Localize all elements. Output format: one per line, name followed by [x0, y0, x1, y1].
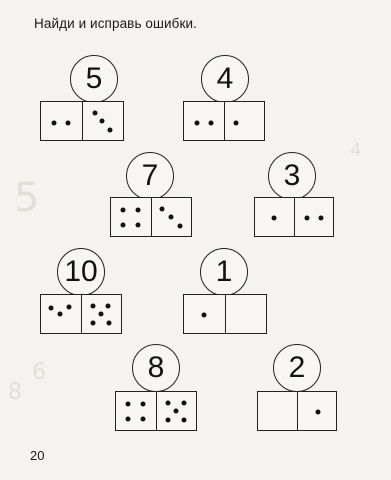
dot	[141, 417, 146, 422]
number-circle: 3	[268, 152, 316, 200]
page-number: 20	[30, 448, 44, 463]
dot	[195, 121, 200, 126]
domino-card	[40, 294, 122, 334]
domino-right-half	[224, 102, 265, 140]
dot	[165, 401, 170, 406]
instruction-text: Найди и исправь ошибки.	[34, 16, 197, 31]
dot	[121, 223, 126, 228]
dot	[52, 121, 57, 126]
domino-left-half	[184, 102, 224, 140]
number-circle: 5	[70, 55, 118, 103]
domino-card	[183, 101, 265, 141]
domino-card	[183, 294, 267, 334]
domino-right-half	[82, 102, 124, 140]
domino-left-half	[111, 198, 151, 236]
dot	[121, 208, 126, 213]
domino-right-half	[294, 198, 334, 236]
dot	[233, 121, 238, 126]
dot	[315, 410, 320, 415]
domino-right-half	[225, 295, 267, 333]
domino-left-half	[41, 295, 81, 333]
number-circle: 8	[132, 344, 180, 392]
dot	[136, 223, 141, 228]
dot	[173, 409, 178, 414]
domino-card	[115, 391, 197, 431]
domino-left-half	[255, 198, 294, 236]
dot	[49, 306, 54, 311]
domino-right-half	[156, 392, 197, 430]
dot	[209, 121, 214, 126]
domino-left-half	[41, 102, 82, 140]
number-circle: 4	[201, 55, 249, 103]
dot	[99, 119, 104, 124]
dot	[58, 312, 63, 317]
show-through-decoration: 6	[32, 360, 46, 385]
show-through-decoration: 5	[14, 175, 39, 221]
dot	[67, 305, 72, 310]
dot	[141, 402, 146, 407]
dot	[106, 321, 111, 326]
domino-right-half	[151, 198, 192, 236]
domino-card	[257, 391, 337, 431]
show-through-decoration: 4	[350, 140, 361, 161]
dot	[202, 313, 207, 318]
dot	[165, 418, 170, 423]
dot	[92, 111, 97, 116]
dot	[304, 216, 309, 221]
dot	[126, 402, 131, 407]
domino-left-half	[184, 295, 225, 333]
domino-left-half	[258, 392, 297, 430]
domino-right-half	[81, 295, 122, 333]
dot	[177, 224, 182, 229]
dot	[181, 418, 186, 423]
dot	[159, 207, 164, 212]
dot	[136, 208, 141, 213]
domino-card	[40, 101, 124, 141]
domino-card	[254, 197, 334, 237]
number-circle: 2	[273, 344, 321, 392]
dot	[90, 321, 95, 326]
dot	[66, 121, 71, 126]
domino-left-half	[116, 392, 156, 430]
number-circle: 1	[200, 248, 248, 296]
number-circle: 7	[126, 152, 174, 200]
dot	[272, 216, 277, 221]
dot	[90, 304, 95, 309]
dot	[168, 215, 173, 220]
dot	[318, 216, 323, 221]
dot	[105, 304, 110, 309]
show-through-decoration: 8	[8, 380, 22, 405]
dot	[126, 417, 131, 422]
dot	[107, 128, 112, 133]
domino-card	[110, 197, 192, 237]
domino-right-half	[297, 392, 337, 430]
dot	[98, 312, 103, 317]
dot	[181, 401, 186, 406]
number-circle: 10	[57, 248, 105, 296]
